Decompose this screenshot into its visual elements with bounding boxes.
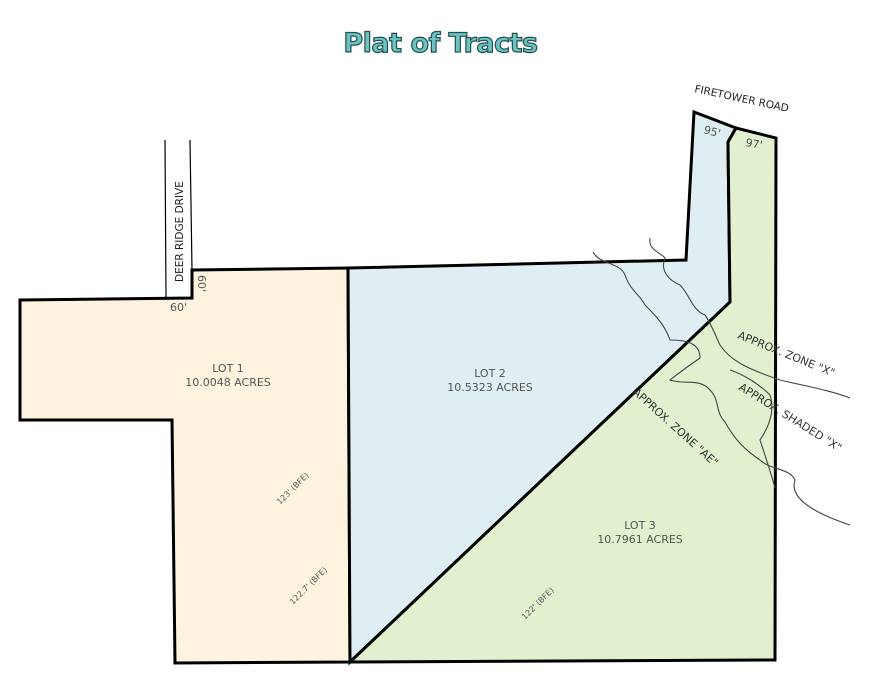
lot-3-name: LOT 3 [624, 519, 656, 532]
road-width-label: 60' [170, 301, 187, 314]
lot-1-area: 10.0048 ACRES [185, 376, 271, 389]
lot-3-area: 10.7961 ACRES [597, 533, 683, 546]
lot-1-name: LOT 1 [212, 362, 244, 375]
lot2-frontage-label: 95' [702, 123, 722, 140]
page-title: Plat of Tracts [343, 27, 539, 59]
lot3-frontage-label: 97' [744, 136, 763, 152]
lot-2-name: LOT 2 [474, 367, 506, 380]
lot-1-parcel[interactable] [18, 266, 352, 665]
deer-ridge-drive-edge [164, 139, 167, 299]
lot-2-area: 10.5323 ACRES [447, 381, 533, 394]
road-width-label: 60' [195, 275, 208, 292]
lot-3-parcel[interactable] [346, 126, 778, 664]
flood-zone-lines [592, 237, 851, 526]
deer-ridge-drive-label: DEER RIDGE DRIVE [174, 181, 186, 282]
deer-ridge-drive-edge [189, 139, 193, 271]
firetower-road-label: FIRETOWER ROAD [693, 83, 789, 115]
